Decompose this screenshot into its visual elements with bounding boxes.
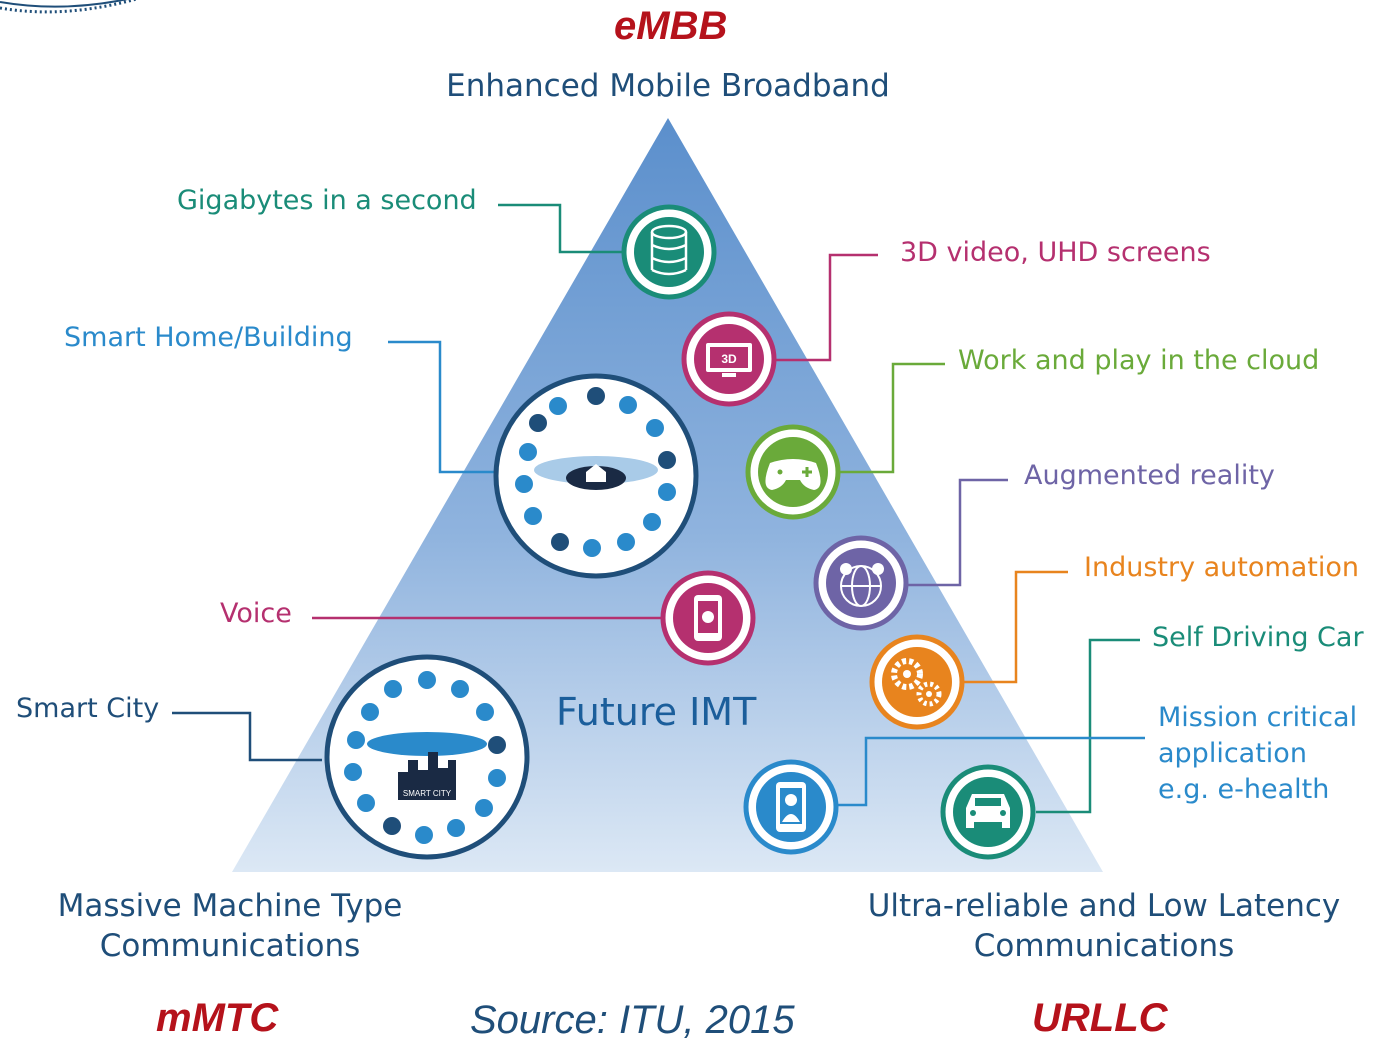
label-self-driving: Self Driving Car xyxy=(1152,622,1364,653)
label-ar: Augmented reality xyxy=(1024,460,1275,491)
connector-industry xyxy=(962,570,1068,684)
label-smart-city: Smart City xyxy=(16,693,160,724)
car-icon xyxy=(940,764,1036,860)
smart-city-icon-label: SMART CITY xyxy=(403,789,452,798)
bottom-right-corner-line2: Communications xyxy=(973,928,1235,964)
phone-icon xyxy=(660,570,756,666)
database-icon xyxy=(621,204,717,300)
bottom-left-corner-line1: Massive Machine Type xyxy=(57,888,403,924)
connector-self-driving xyxy=(1036,638,1140,814)
top-corner-label: Enhanced Mobile Broadband xyxy=(446,68,890,104)
center-label: Future IMT xyxy=(556,690,757,734)
connector-smart-home xyxy=(388,340,495,474)
label-cloud: Work and play in the cloud xyxy=(958,345,1320,376)
augmented-reality-globe-icon xyxy=(813,535,909,631)
source-caption: Source: ITU, 2015 xyxy=(470,998,795,1042)
mmtc-acronym: mMTC xyxy=(156,996,279,1040)
label-industry: Industry automation xyxy=(1084,552,1359,583)
label-mission-critical: Mission critical application e.g. e-heal… xyxy=(1158,702,1358,805)
bottom-left-corner-line2: Communications xyxy=(99,928,361,964)
connector-cloud xyxy=(838,362,945,474)
connector-3d-video xyxy=(772,253,878,362)
label-voice: Voice xyxy=(220,598,292,629)
3d-screen-icon: 3D xyxy=(681,311,777,407)
connector-gigabytes xyxy=(498,203,622,254)
label-3d-video: 3D video, UHD screens xyxy=(900,237,1211,268)
urllc-acronym: URLLC xyxy=(1032,996,1168,1040)
embb-acronym: eMBB xyxy=(614,4,728,48)
label-gigabytes: Gigabytes in a second xyxy=(177,185,477,216)
connector-mission-critical xyxy=(838,736,1145,807)
connector-smart-city xyxy=(172,711,322,762)
3d-screen-label: 3D xyxy=(721,352,737,366)
smart-city-icon: SMART CITY xyxy=(324,654,530,860)
smart-home-icon xyxy=(493,373,699,579)
bottom-right-corner-line1: Ultra-reliable and Low Latency xyxy=(867,888,1341,924)
gamepad-icon xyxy=(745,424,841,520)
logo-seal-fragment xyxy=(0,0,139,14)
medical-phone-icon xyxy=(743,759,839,855)
label-smart-home: Smart Home/Building xyxy=(64,322,353,353)
connector-ar xyxy=(906,478,1008,587)
gears-icon xyxy=(869,634,965,730)
